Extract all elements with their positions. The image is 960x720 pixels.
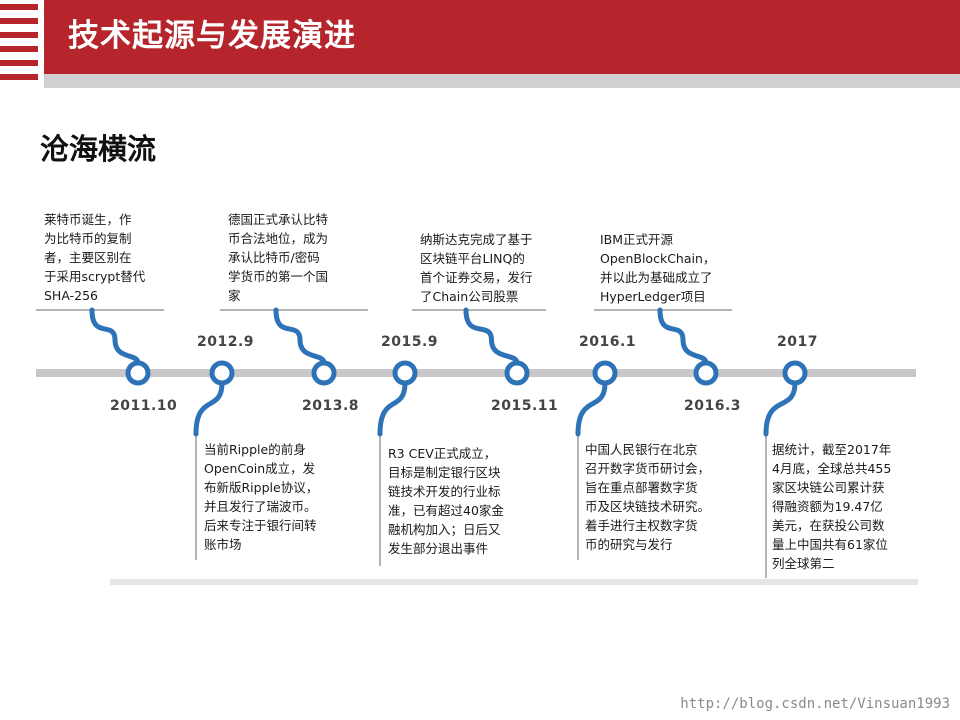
stripe <box>0 18 38 24</box>
event-note-line: 家 <box>228 288 241 303</box>
event-connector <box>89 307 141 366</box>
event-note-line: 目标是制定银行区块 <box>388 465 501 480</box>
event-connector <box>763 380 798 437</box>
year-label: 2015.11 <box>491 398 559 414</box>
event-connector <box>463 307 520 366</box>
stripe <box>0 32 38 38</box>
event-connector <box>193 380 225 437</box>
event-note: 中国人民银行在北京召开数字货币研讨会， 旨在重点部署数字货币及区块链技术研究。着手… <box>585 440 710 554</box>
event-note-line: 首个证券交易，发行 <box>420 270 533 285</box>
event-note-line: 当前Ripple的前身 <box>204 442 306 457</box>
event-note-line: 并以此为基础成立了 <box>600 270 713 285</box>
event-note-line: 区块链平台LINQ的 <box>420 251 525 266</box>
event-note-line: IBM正式开源 <box>600 232 674 247</box>
stripe <box>0 4 38 10</box>
header-underline <box>44 74 960 88</box>
event-connector <box>575 380 608 437</box>
year-label: 2017 <box>777 334 818 350</box>
event-note-line: 莱特币诞生，作 <box>44 212 132 227</box>
event-note-line: 美元，在获投公司数 <box>772 518 885 533</box>
year-label: 2015.9 <box>381 334 439 350</box>
event-note-line: 中国人民银行在北京 <box>585 442 698 457</box>
event-note-line: 准，已有超过40家金 <box>388 503 504 518</box>
timeline-node <box>782 360 808 386</box>
timeline-node <box>125 360 151 386</box>
year-label: 2011.10 <box>110 398 178 414</box>
event-note-line: 4月底，全球总共455 <box>772 461 892 476</box>
event-note-line: 得融资额为19.47亿 <box>772 499 883 514</box>
event-note-line: 币及区块链技术研究。 <box>585 499 711 514</box>
event-note-line: 于采用scrypt替代 <box>44 269 146 284</box>
event-note-line: SHA-256 <box>44 288 98 303</box>
event-note: R3 CEV正式成立， 目标是制定银行区块链技术开发的行业标准，已有超过40家金融… <box>388 444 504 558</box>
event-connector <box>657 307 709 366</box>
event-note-line: R3 CEV正式成立， <box>388 446 497 461</box>
event-note-line: 召开数字货币研讨会， <box>585 461 711 476</box>
header-stripes <box>0 0 38 86</box>
event-note-line: 后来专注于银行间转 <box>204 518 317 533</box>
event-note-line: 据统计，截至2017年 <box>772 442 892 457</box>
event-note-line: 币合法地位，成为 <box>228 231 329 246</box>
event-note: 莱特币诞生，作为比特币的复制者，主要区别在于采用scrypt替代 SHA-256 <box>44 210 145 305</box>
event-note: 德国正式承认比特币合法地位，成为承认比特币/密码学货币的第一个国家 <box>228 210 328 305</box>
event-note-line: 发生部分退出事件 <box>388 541 489 556</box>
event-note-line: 纳斯达克完成了基于 <box>420 232 533 247</box>
event-note-line: 着手进行主权数字货 <box>585 518 698 533</box>
event-note-line: 布新版Ripple协议， <box>204 480 319 495</box>
event-note-line: HyperLedger项目 <box>600 289 706 304</box>
stripe <box>0 74 38 80</box>
event-note: 当前Ripple的前身 OpenCoin成立，发布新版Ripple协议， 并且发行了… <box>204 440 318 554</box>
timeline-node <box>504 360 530 386</box>
timeline-node <box>592 360 618 386</box>
event-note-line: OpenCoin成立，发 <box>204 461 316 476</box>
event-note: 据统计，截至2017年 4月底，全球总共455 家区块链公司累计获得融资额为19.4… <box>772 440 891 573</box>
event-note-line: 德国正式承认比特 <box>228 212 329 227</box>
event-note-line: 学货币的第一个国 <box>228 269 329 284</box>
timeline-axis <box>36 369 916 377</box>
year-label: 2013.8 <box>302 398 360 414</box>
year-label: 2012.9 <box>197 334 255 350</box>
event-note-line: 量上中国共有61家位 <box>772 537 888 552</box>
timeline-node <box>311 360 337 386</box>
event-note-line: 列全球第二 <box>772 556 835 571</box>
timeline-node <box>392 360 418 386</box>
event-note-line: 者，主要区别在 <box>44 250 132 265</box>
stripe <box>0 60 38 66</box>
event-note-line: 账市场 <box>204 537 242 552</box>
event-note-line: 为比特币的复制 <box>44 231 132 246</box>
timeline-node <box>693 360 719 386</box>
stripe <box>0 46 38 52</box>
event-note-line: 旨在重点部署数字货 <box>585 480 698 495</box>
event-note-line: 承认比特币/密码 <box>228 250 320 265</box>
event-connector <box>273 307 327 366</box>
event-note-line: 了Chain公司股票 <box>420 289 519 304</box>
event-note: IBM正式开源 OpenBlockChain， 并以此为基础成立了 HyperLedg… <box>600 230 715 306</box>
event-note-line: 融机构加入；日后又 <box>388 522 501 537</box>
timeline-node <box>209 360 235 386</box>
event-connector <box>377 380 408 437</box>
event-note-line: OpenBlockChain， <box>600 251 716 266</box>
section-title: 沧海横流 <box>40 132 157 166</box>
year-label: 2016.3 <box>684 398 742 414</box>
page-title: 技术起源与发展演进 <box>68 18 356 54</box>
event-note-line: 币的研究与发行 <box>585 537 673 552</box>
year-label: 2016.1 <box>579 334 637 350</box>
event-note: 纳斯达克完成了基于区块链平台LINQ的首个证券交易，发行了Chain公司股票 <box>420 230 533 306</box>
event-note-line: 家区块链公司累计获 <box>772 480 885 495</box>
event-note-line: 并且发行了瑞波币。 <box>204 499 317 514</box>
watermark: http://blog.csdn.net/Vinsuan1993 <box>680 696 950 712</box>
event-note-line: 链技术开发的行业标 <box>388 484 501 499</box>
header-bar <box>44 0 960 74</box>
